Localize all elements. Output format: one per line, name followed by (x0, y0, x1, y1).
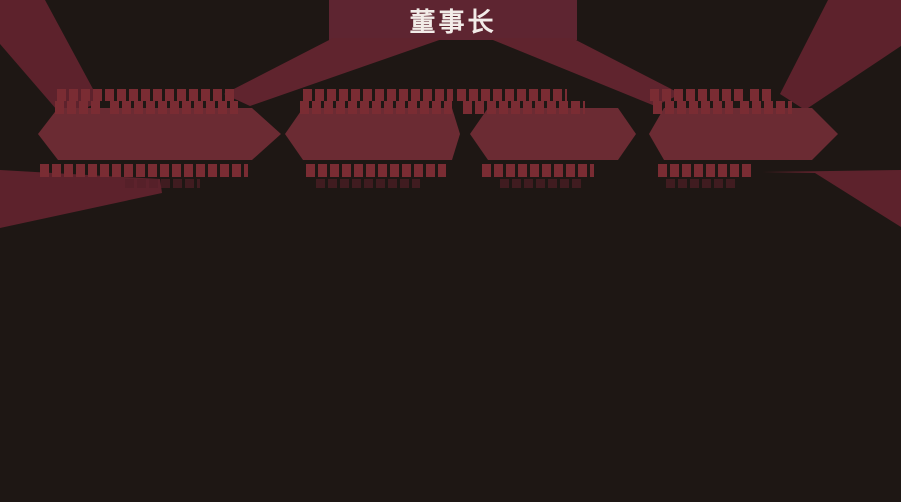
branch-4-caption-small (666, 179, 738, 188)
branch-4-caption-top-2a (653, 101, 733, 114)
branch-2-caption-top (303, 89, 453, 101)
branch-1-caption-top-2a (55, 101, 103, 114)
branch-3-caption-top-2 (463, 101, 585, 114)
branch-3-caption-bottom (482, 164, 594, 177)
branch-1-caption-small (125, 179, 200, 188)
branch-2-caption-top-2 (300, 101, 452, 114)
branch-3-banner (470, 108, 636, 160)
ribbon-band-bottom-left (0, 170, 162, 228)
branch-3-caption-top (457, 89, 567, 101)
branch-4-banner (649, 108, 838, 160)
branch-2-caption-small (316, 179, 420, 188)
branch-3-caption-small (500, 179, 582, 188)
branch-1-caption-top-2b (110, 101, 238, 114)
branch-4-caption-top (650, 89, 745, 101)
ribbon-band-top-left (0, 0, 100, 117)
chairman-node-box (329, 0, 577, 40)
branch-4-caption-top-extra (750, 89, 772, 101)
connector-beam-left (224, 38, 445, 106)
branch-4-caption-top-2b (740, 101, 792, 114)
branch-1-banner (38, 108, 281, 160)
branch-4-caption-bottom (658, 164, 752, 177)
branch-1-caption-bottom (40, 164, 248, 177)
chairman-node-label: 董事长 (409, 7, 497, 38)
connector-beam-right (488, 38, 681, 106)
ribbon-band-top-right (780, 0, 901, 110)
branch-2-caption-bottom (306, 164, 446, 177)
branch-2-banner (285, 108, 460, 160)
ribbon-band-bottom-right (762, 170, 901, 227)
branch-1-caption-top (57, 89, 237, 101)
